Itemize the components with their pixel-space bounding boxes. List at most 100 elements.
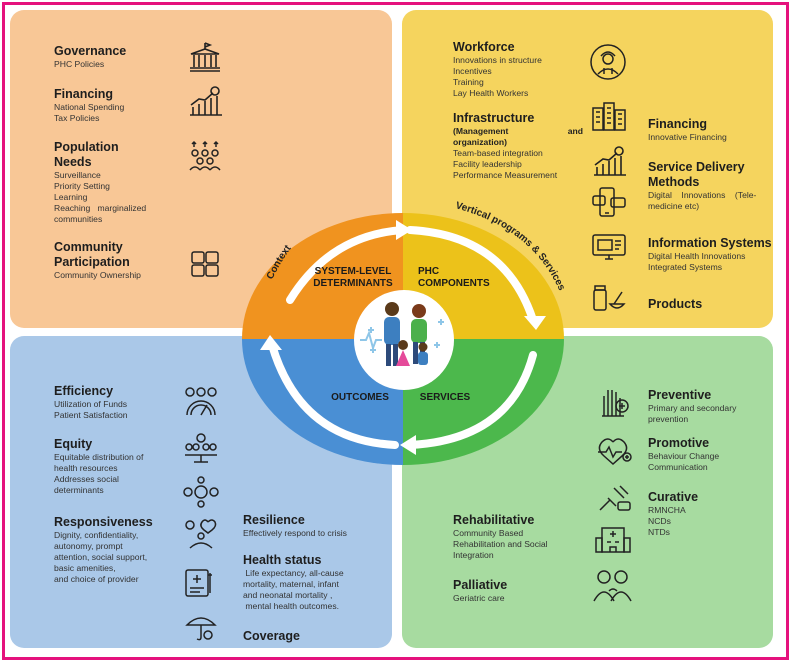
population-title: Population: [54, 140, 119, 154]
governance-block: Governance PHC Policies: [54, 44, 126, 70]
infrastructure-block: Infrastructure (Management and organizat…: [453, 111, 583, 181]
determinants-label: DETERMINANTS: [313, 278, 393, 289]
is-line-1: Digital Health Innovations: [648, 251, 746, 261]
phc-label: PHC: [418, 266, 440, 277]
rehab-line-1: Community Based: [453, 528, 524, 538]
curative-title: Curative: [648, 490, 699, 504]
pop-line-3: Learning: [54, 192, 88, 202]
preventive-block: Preventive Primary and secondary prevent…: [648, 388, 736, 425]
health-worker-icon: [588, 42, 628, 82]
sd-line-1: Digital Innovations (Tele-: [648, 190, 757, 200]
financing-tr-block: Financing Innovative Financing: [648, 117, 727, 143]
segment-br-label: SERVICES: [410, 392, 480, 404]
community-participation-block: Community Participation Community Owners…: [54, 240, 141, 281]
financing-title: Financing: [54, 87, 114, 101]
computer-monitor-icon: [590, 232, 628, 264]
hs-line-1: Life expectancy, all-cause: [243, 568, 344, 578]
prevention-hand-icon: [596, 386, 634, 418]
workforce-line-3: Training: [453, 77, 484, 87]
palliative-block: Palliative Geriatric care: [453, 578, 507, 604]
infra-subtitle-c: organization): [453, 137, 507, 147]
workforce-line-1: Innovations in structure: [453, 55, 542, 65]
infra-line-1: Team-based integration: [453, 148, 543, 158]
infra-line-3: Performance Measurement: [453, 170, 558, 180]
responsiveness-icon: [182, 476, 220, 508]
hs-line-2: mortality, maternal, infant: [243, 579, 339, 589]
segment-tr-label: PHC COMPONENTS: [418, 266, 508, 290]
pop-line-1: Surveillance: [54, 170, 101, 180]
heartbeat-icon: [596, 436, 634, 468]
service-delivery-title: Service Delivery: [648, 160, 745, 174]
health-status-title: Health status: [243, 553, 322, 567]
prev-line-2: prevention: [648, 414, 689, 424]
umbrella-coverage-icon: [182, 611, 220, 643]
resp-line-5: and choice of provider: [54, 574, 139, 584]
rehabilitative-block: Rehabilitative Community Based Rehabilit…: [453, 513, 548, 561]
government-building-icon: [186, 40, 224, 72]
responsiveness-title: Responsiveness: [54, 515, 153, 529]
medical-tools-icon: [596, 482, 634, 514]
promo-line-1: Behaviour Change: [648, 451, 720, 461]
infrastructure-title: Infrastructure: [453, 111, 535, 125]
outcomes-label: OUTCOMES: [331, 392, 389, 403]
workforce-block: Workforce Innovations in structure Incen…: [453, 40, 542, 99]
cur-line-3: NTDs: [648, 527, 670, 537]
equity-line-3: Addresses social: [54, 474, 119, 484]
efficiency-block: Efficiency Utilization of Funds Patient …: [54, 384, 128, 421]
resp-line-4: basic amenities,: [54, 563, 116, 573]
hands-together-icon: [186, 248, 224, 280]
workforce-title: Workforce: [453, 40, 515, 54]
equity-line-2: health resources: [54, 463, 118, 473]
preventive-title: Preventive: [648, 388, 712, 402]
information-systems-block: Information Systems Digital Health Innov…: [648, 236, 772, 273]
equity-line-4: determinants: [54, 485, 104, 495]
medicine-products-icon: [590, 282, 628, 314]
sd-line-2: medicine etc): [648, 201, 700, 211]
population-needs-block: Population Needs Surveillance Priority S…: [54, 140, 146, 225]
equity-line-1: Equitable distribution of: [54, 452, 144, 462]
digital-device-icon: [590, 186, 628, 218]
coverage-title: Coverage: [243, 629, 300, 643]
financing-tr-line: Innovative Financing: [648, 132, 727, 142]
pop-line-5: communities: [54, 214, 103, 224]
cur-line-1: RMNCHA: [648, 505, 686, 515]
resilience-title: Resilience: [243, 513, 305, 527]
financing-tr-title: Financing: [648, 117, 708, 131]
components-label: COMPONENTS: [418, 278, 490, 289]
responsiveness-block: Responsiveness Dignity, confidentiality,…: [54, 515, 153, 585]
hs-line-4: mental health outcomes.: [243, 601, 340, 611]
needs-title: Needs: [54, 155, 92, 169]
segment-tl-label: SYSTEM-LEVEL DETERMINANTS: [298, 266, 408, 290]
pop-line-2: Priority Setting: [54, 181, 110, 191]
cur-line-2: NCDs: [648, 516, 671, 526]
growth-chart-icon: [590, 145, 628, 177]
efficiency-line-1: Utilization of Funds: [54, 399, 128, 409]
financing-tl-block: Financing National Spending Tax Policies: [54, 87, 124, 124]
community-line: Community Ownership: [54, 270, 141, 280]
financing-line-2: Tax Policies: [54, 113, 100, 123]
resp-line-1: Dignity, confidentiality,: [54, 530, 139, 540]
resilience-block: Resilience Effectively respond to crisis: [243, 513, 347, 539]
governance-title: Governance: [54, 44, 127, 58]
workforce-line-4: Lay Health Workers: [453, 88, 529, 98]
population-group-icon: [186, 140, 224, 172]
workforce-line-2: Incentives: [453, 66, 492, 76]
resp-line-2: autonomy, prompt: [54, 541, 123, 551]
efficiency-line-2: Patient Satisfaction: [54, 410, 128, 420]
buildings-icon: [590, 100, 628, 132]
rehabilitative-title: Rehabilitative: [453, 513, 535, 527]
community-title: Community: [54, 240, 123, 254]
participation-title: Participation: [54, 255, 130, 269]
segment-bl-label: OUTCOMES: [320, 392, 400, 404]
is-line-2: Integrated Systems: [648, 262, 723, 272]
methods-title: Methods: [648, 175, 700, 189]
financing-line-1: National Spending: [54, 102, 125, 112]
governance-line: PHC Policies: [54, 59, 105, 69]
promotive-title: Promotive: [648, 436, 710, 450]
services-label: SERVICES: [419, 392, 471, 403]
infra-subtitle-a: (Management: [453, 126, 509, 136]
hs-line-3: and neonatal mortality ,: [243, 590, 333, 600]
system-level-label: SYSTEM-LEVEL: [314, 266, 392, 277]
products-block: Products: [648, 297, 702, 312]
equity-balance-icon: [182, 432, 220, 464]
